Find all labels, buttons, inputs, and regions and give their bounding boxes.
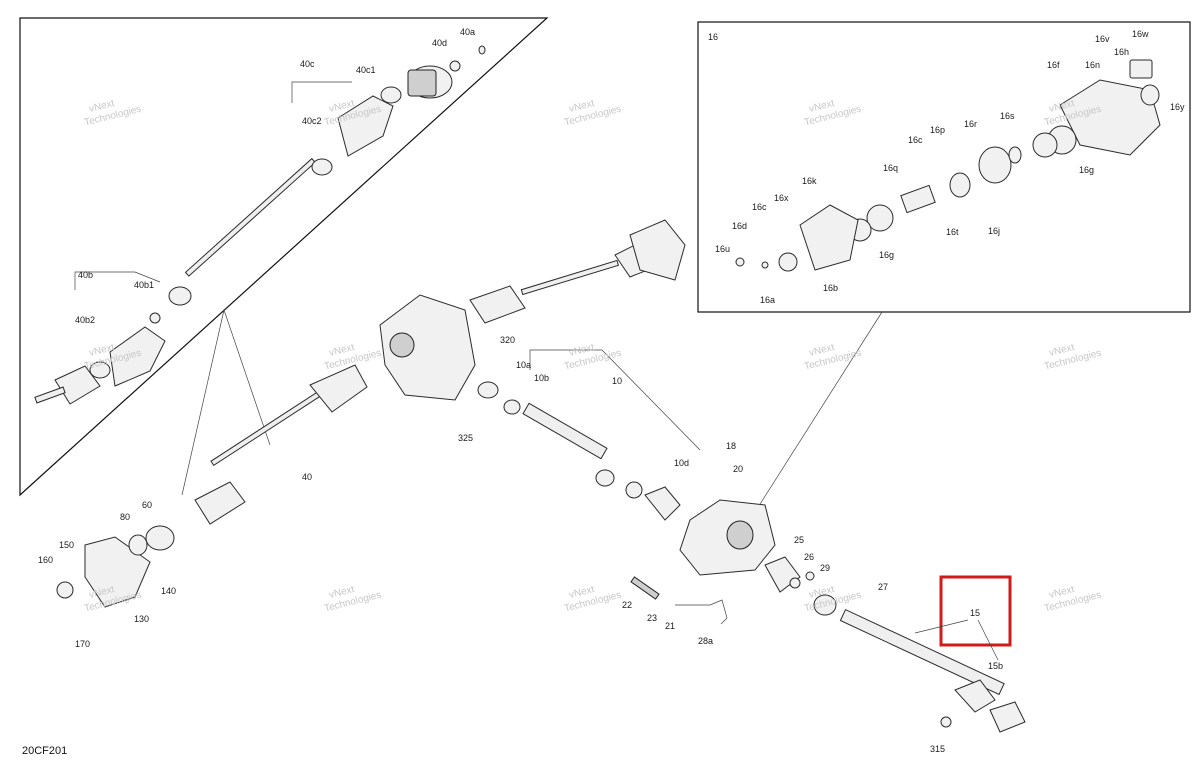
diagram-code: 20CF201	[22, 745, 67, 757]
detail-frame-left	[19, 17, 549, 497]
callout-16b: 16b	[823, 283, 838, 293]
watermarks: vNext Technologies vNext Technologies vN…	[83, 98, 1102, 614]
detail-frame-leader-right	[754, 311, 883, 513]
callout-16k: 16k	[802, 176, 817, 186]
callout-26: 26	[804, 552, 814, 562]
callout-16c-upper: 16c	[908, 135, 923, 145]
callout-140: 140	[161, 586, 176, 596]
callout-10b: 10b	[534, 373, 549, 383]
callout-25: 25	[794, 535, 804, 545]
detail-frame-leader-left-2	[181, 309, 225, 496]
detail-frame-leader-left-1	[223, 309, 271, 446]
callout-40b1: 40b1	[134, 280, 154, 290]
callout-16n: 16n	[1085, 60, 1100, 70]
callout-16c-lower: 16c	[752, 202, 767, 212]
callout-10d: 10d	[674, 458, 689, 468]
callout-16j: 16j	[988, 226, 1000, 236]
callout-10a: 10a	[516, 360, 531, 370]
callout-325: 325	[458, 433, 473, 443]
callout-40d: 40d	[432, 38, 447, 48]
detail-frame-right	[697, 21, 1191, 313]
callout-15: 15	[970, 608, 980, 618]
callout-40c1: 40c1	[356, 65, 376, 75]
callout-40: 40	[302, 472, 312, 482]
callout-29: 29	[820, 563, 830, 573]
callout-21: 21	[665, 621, 675, 631]
callout-18: 18	[726, 441, 736, 451]
callout-315: 315	[930, 744, 945, 754]
callout-16t: 16t	[946, 227, 959, 237]
callout-40c: 40c	[300, 59, 315, 69]
callout-16v: 16v	[1095, 34, 1110, 44]
leader-lines	[74, 81, 999, 661]
callout-40b: 40b	[78, 270, 93, 280]
callout-16a: 16a	[760, 295, 775, 305]
callout-16g-lower: 16g	[879, 250, 894, 260]
main-assembly	[56, 219, 1026, 733]
callout-16h: 16h	[1114, 47, 1129, 57]
callout-150: 150	[59, 540, 74, 550]
callout-60: 60	[142, 500, 152, 510]
callout-15b: 15b	[988, 661, 1003, 671]
callout-10: 10	[612, 376, 622, 386]
callout-16p: 16p	[930, 125, 945, 135]
callout-16d: 16d	[732, 221, 747, 231]
callout-16w: 16w	[1132, 29, 1149, 39]
callout-40b2: 40b2	[75, 315, 95, 325]
callout-320: 320	[500, 335, 515, 345]
callout-40c2: 40c2	[302, 116, 322, 126]
callout-20: 20	[733, 464, 743, 474]
callout-28a: 28a	[698, 636, 713, 646]
callout-16y: 16y	[1170, 102, 1185, 112]
drive-shaft-40-exploded	[34, 45, 486, 405]
callout-labels: 40a 40d 40c 40c1 40c2 40b 40b1 40b2 40 1…	[38, 27, 1185, 754]
callout-16g-upper: 16g	[1079, 165, 1094, 175]
callout-16u: 16u	[715, 244, 730, 254]
callout-130: 130	[134, 614, 149, 624]
callout-40a: 40a	[460, 27, 475, 37]
callout-23: 23	[647, 613, 657, 623]
callout-160: 160	[38, 555, 53, 565]
callout-22: 22	[622, 600, 632, 610]
detail-label-16: 16	[708, 32, 718, 42]
callout-170: 170	[75, 639, 90, 649]
callout-16s: 16s	[1000, 111, 1015, 121]
callout-16x: 16x	[774, 193, 789, 203]
callout-16q: 16q	[883, 163, 898, 173]
highlight-box-part-15	[939, 575, 1012, 647]
callout-16f: 16f	[1047, 60, 1060, 70]
callout-80: 80	[120, 512, 130, 522]
callout-27: 27	[878, 582, 888, 592]
gearbox-16-exploded	[735, 59, 1161, 272]
callout-16r: 16r	[964, 119, 977, 129]
